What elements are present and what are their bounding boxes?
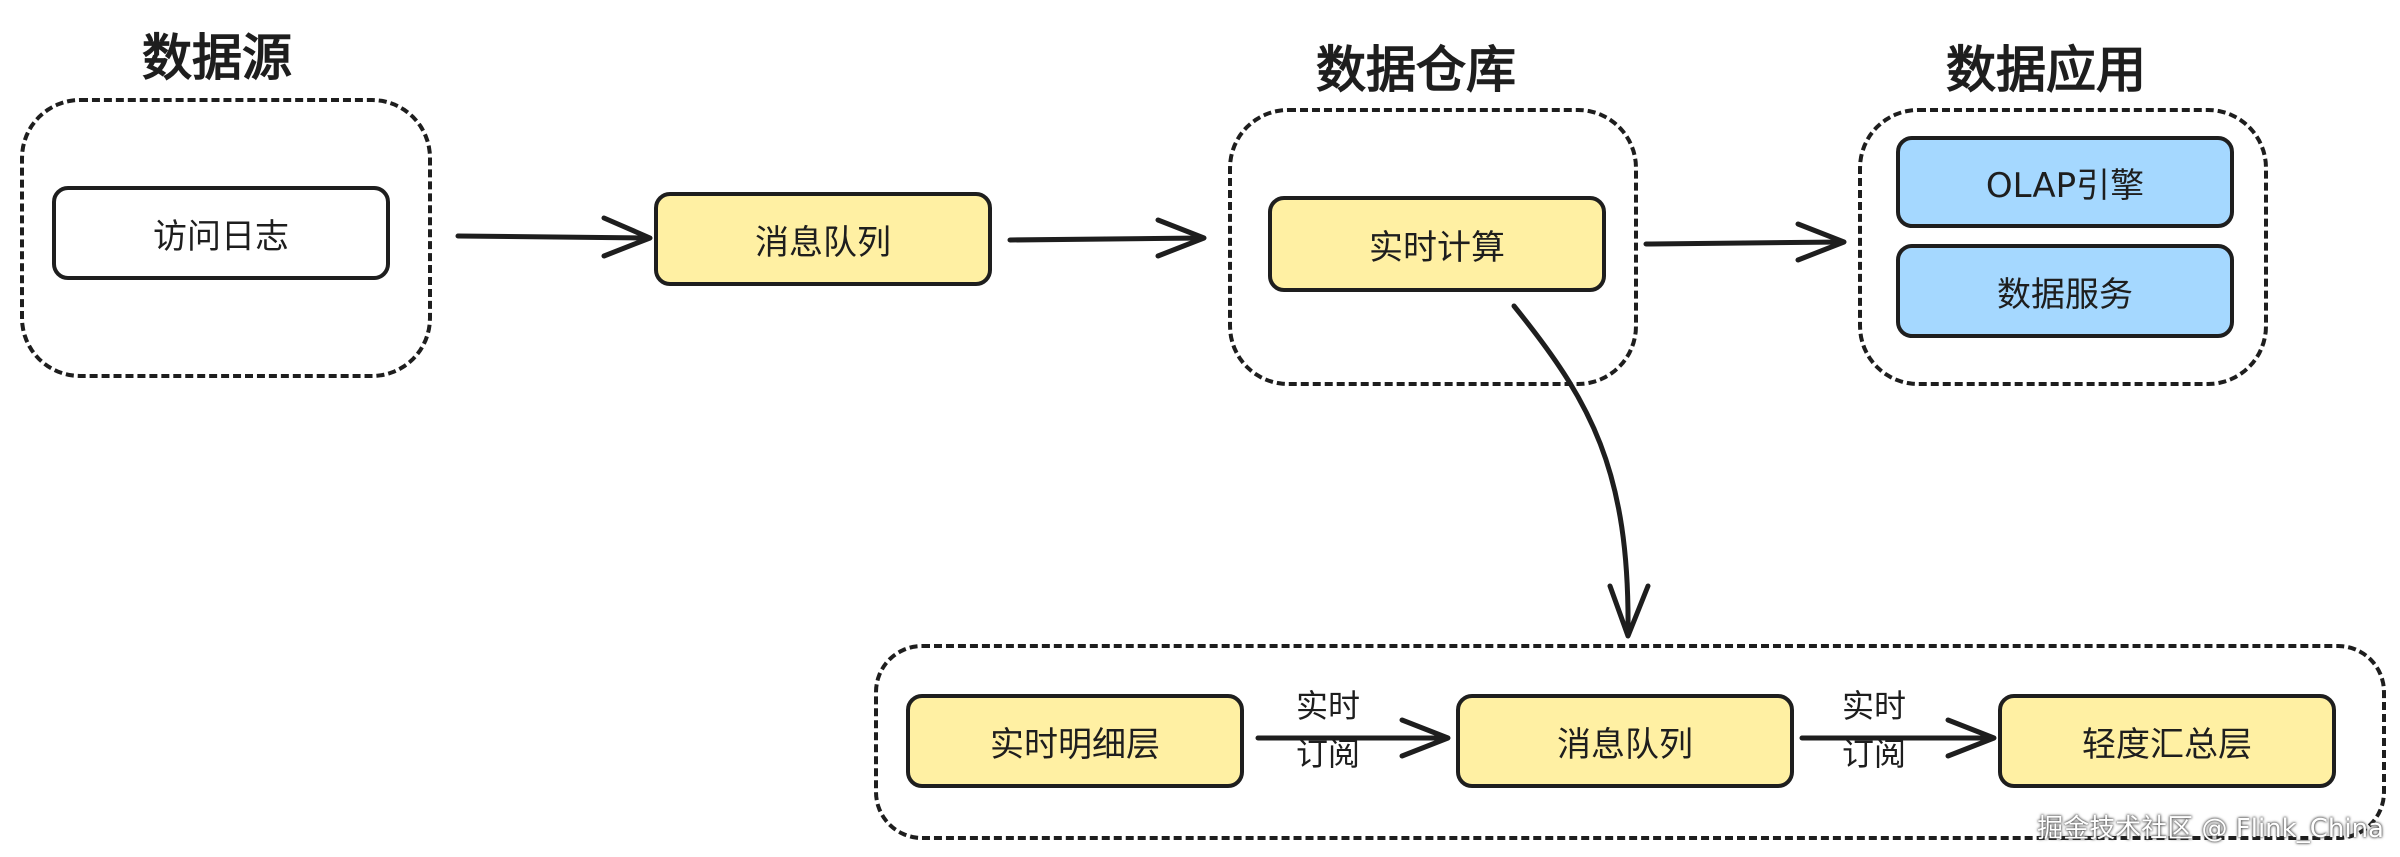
node-light-summary-layer-label: 轻度汇总层 [2082,724,2252,765]
node-data-service: 数据服务 [1896,244,2234,338]
node-message-queue-bottom-label: 消息队列 [1557,724,1693,765]
arrow-queue-to-compute [1007,235,1205,243]
edge-label-subscribe-2-line1: 实时 [1842,687,1907,725]
arrow-compute-to-layers [1511,303,1631,637]
node-message-queue-bottom: 消息队列 [1456,694,1794,788]
node-message-queue-top: 消息队列 [654,192,992,286]
node-access-log: 访问日志 [52,186,390,280]
arrow-log-to-queue [455,233,651,241]
arrow-head-compute-to-layers [1607,583,1651,639]
watermark: 掘金技术社区 @ Flink_China [2037,814,2384,844]
node-realtime-compute: 实时计算 [1268,196,1606,292]
warehouse-group [1228,108,1638,386]
source-title: 数据源 [142,29,292,87]
source-group [20,98,432,378]
edge-label-subscribe-2: 实时 订阅 [1842,682,1906,778]
node-olap-engine: OLAP引擎 [1896,136,2234,228]
arrow-head-queue-to-compute [1155,217,1207,259]
arrow-head-queue-to-summary [1945,717,1997,759]
warehouse-layers-group [874,644,2386,840]
node-access-log-label: 访问日志 [153,216,289,257]
node-realtime-compute-label: 实时计算 [1369,227,1505,268]
arrow-head-detail-to-queue [1399,717,1451,759]
arrow-head-log-to-queue [601,215,653,259]
application-group [1858,108,2268,386]
node-olap-engine-label: OLAP引擎 [1985,165,2145,206]
warehouse-title: 数据仓库 [1316,41,1516,99]
arrow-compute-to-application [1643,239,1845,247]
edge-label-subscribe-1-line1: 实时 [1296,687,1361,725]
node-light-summary-layer: 轻度汇总层 [1998,694,2336,788]
node-data-service-label: 数据服务 [1997,274,2133,315]
arrow-head-compute-to-application [1795,221,1847,263]
application-title: 数据应用 [1946,41,2146,99]
edge-label-subscribe-2-line2: 订阅 [1842,735,1907,773]
edge-label-subscribe-1-line2: 订阅 [1296,735,1361,773]
node-message-queue-top-label: 消息队列 [755,222,891,263]
edge-label-subscribe-1: 实时 订阅 [1296,682,1360,778]
node-realtime-detail-layer: 实时明细层 [906,694,1244,788]
node-realtime-detail-layer-label: 实时明细层 [990,724,1160,765]
